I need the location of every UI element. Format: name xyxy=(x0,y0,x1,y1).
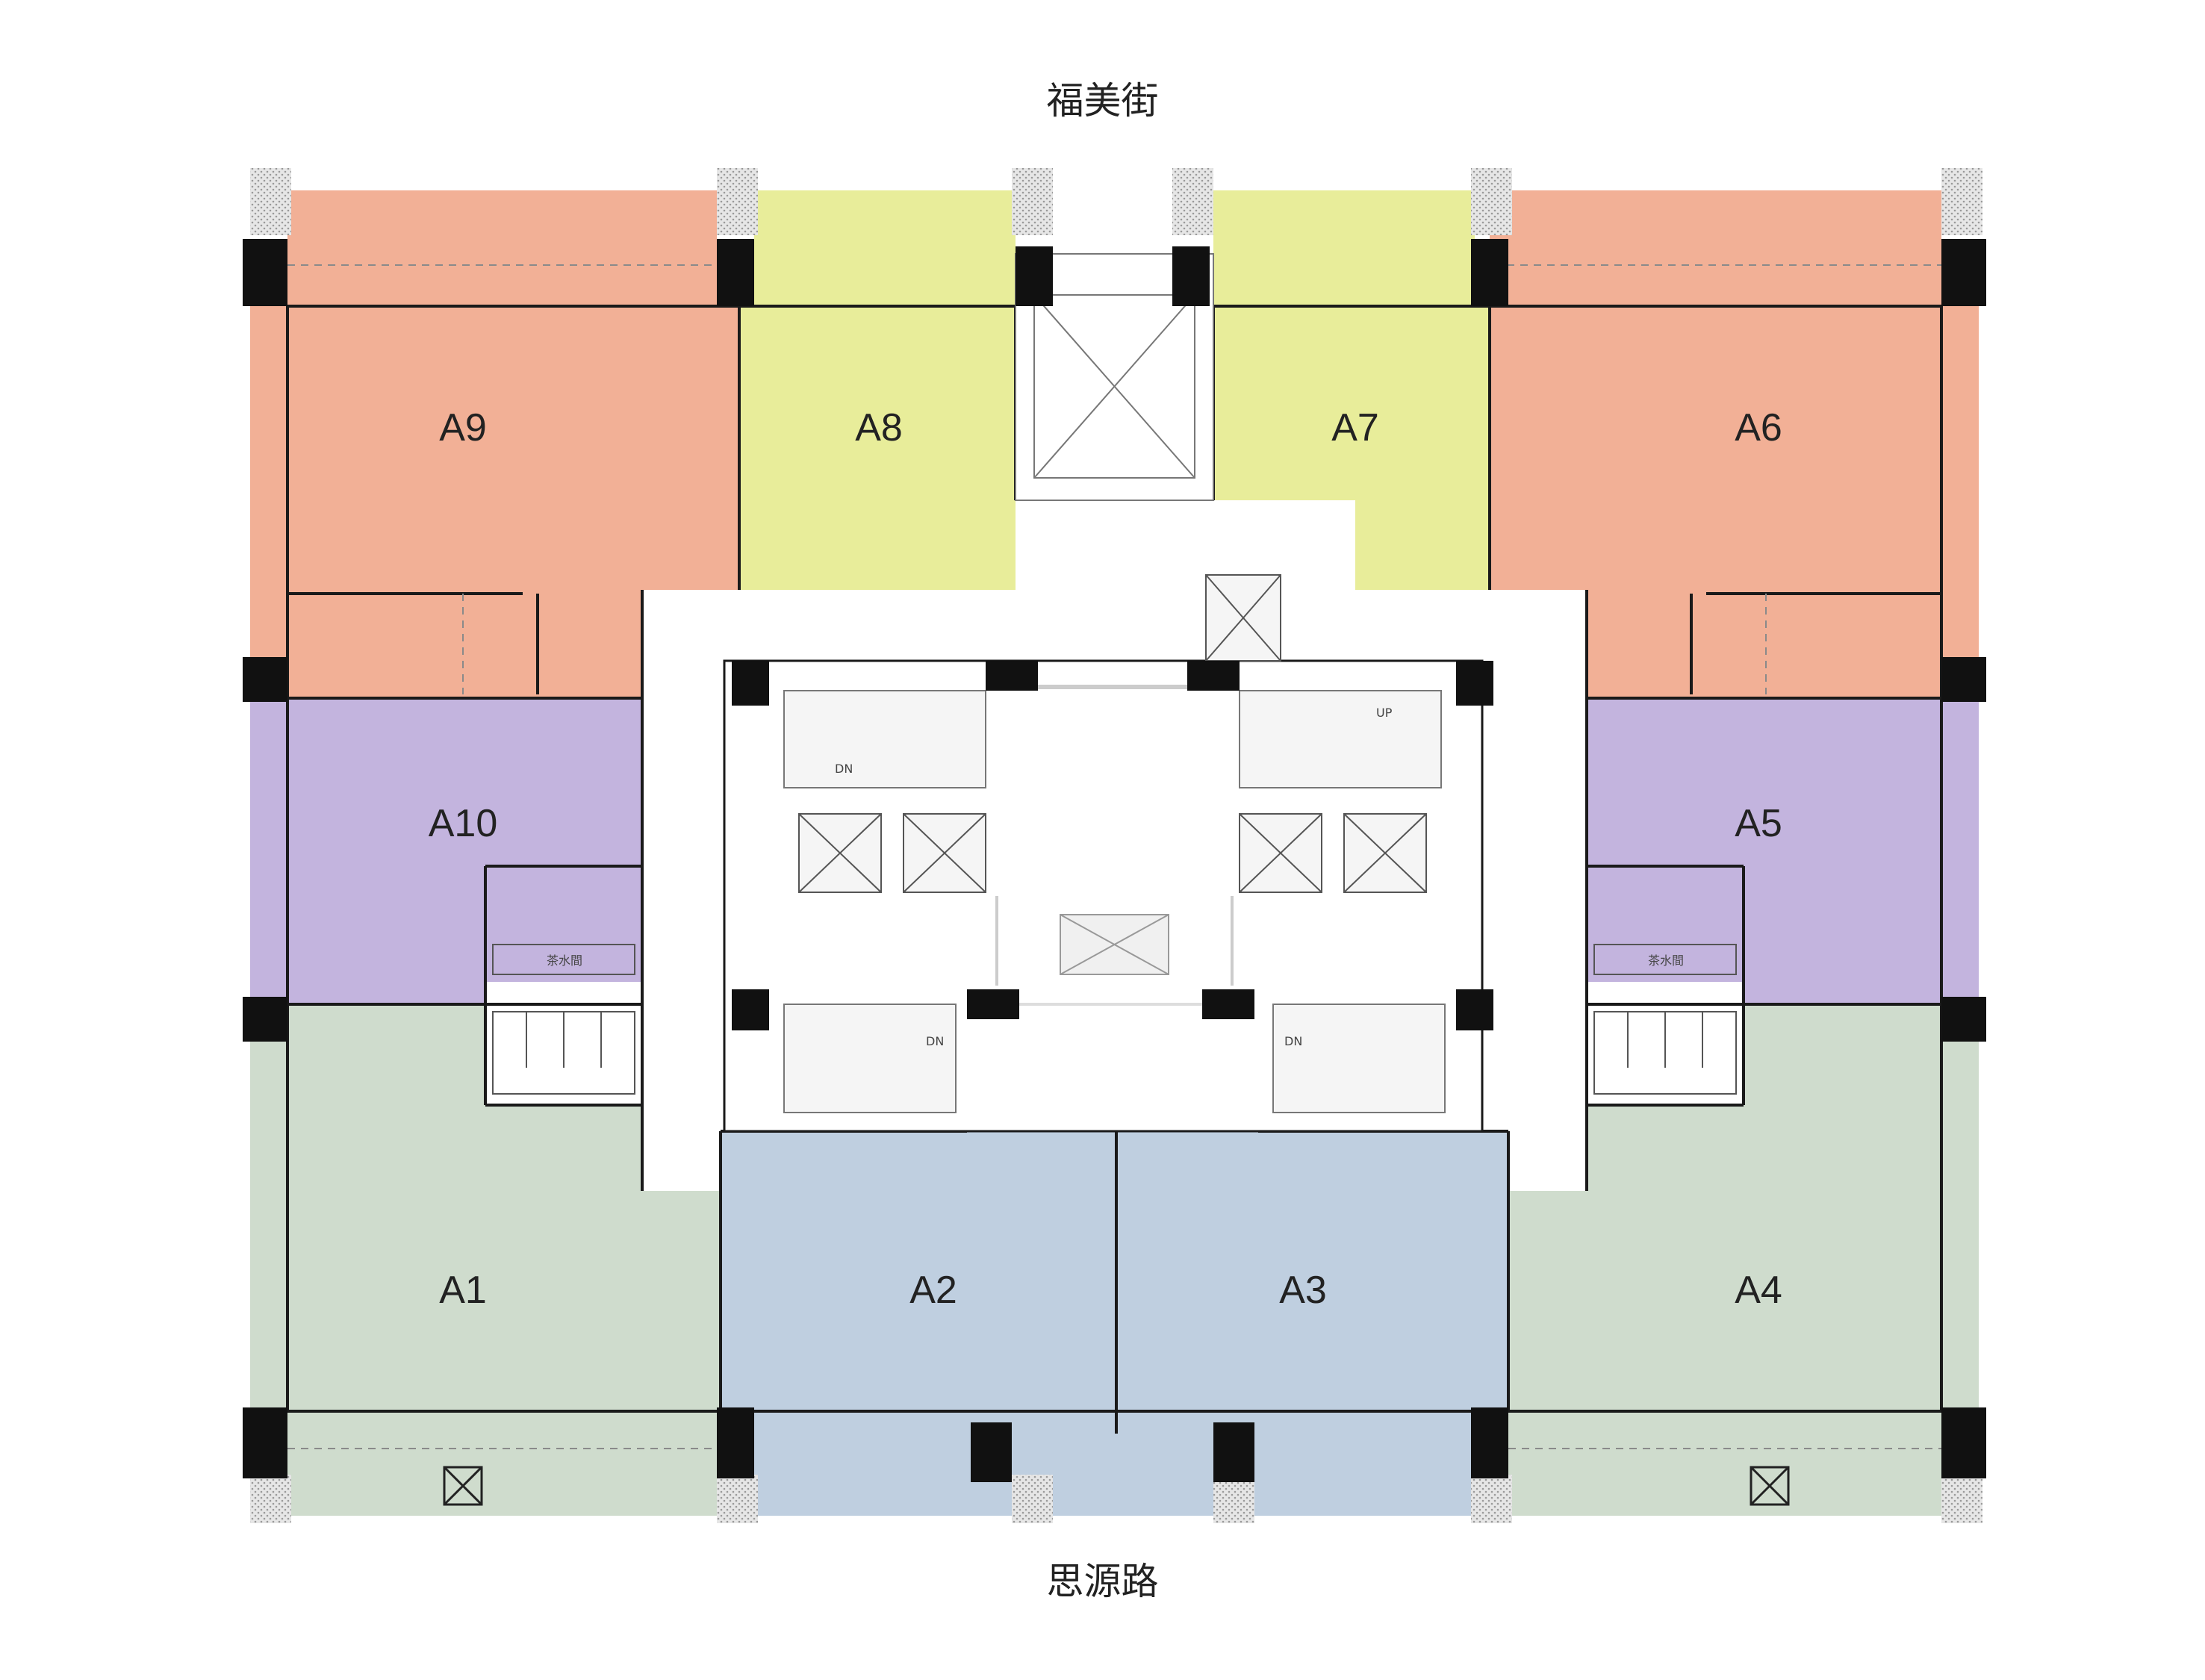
unit-a4-area xyxy=(1508,1004,1941,1411)
street-label-bottom: 思源路 xyxy=(1046,1560,1159,1603)
stair-right-bottom xyxy=(1272,1004,1446,1113)
unit-a7-area xyxy=(1213,306,1490,590)
unit-a8-area xyxy=(739,306,1016,590)
unit-label-a6: A6 xyxy=(1735,406,1782,449)
street-label-top: 福美街 xyxy=(1046,79,1159,122)
stair-mark-dn-3: DN xyxy=(1284,1034,1302,1048)
unit-label-a1: A1 xyxy=(439,1269,487,1312)
unit-a1-side-strip xyxy=(250,1004,287,1411)
stair-mark-dn-1: DN xyxy=(835,762,853,776)
unit-a2-bottom-balcony xyxy=(754,1411,1116,1516)
unit-label-a4: A4 xyxy=(1735,1269,1782,1312)
stair-mark-dn-2: DN xyxy=(926,1034,944,1048)
unit-a5-tea-area xyxy=(1587,866,1744,982)
tea-room-right: 茶水間 xyxy=(1593,944,1737,975)
tea-room-label-right: 茶水間 xyxy=(1648,953,1684,968)
elevator-bank-right xyxy=(1239,813,1427,893)
unit-a7-balcony xyxy=(1213,190,1475,306)
unit-label-a2: A2 xyxy=(909,1269,957,1312)
unit-label-a5: A5 xyxy=(1735,802,1782,845)
unit-fills xyxy=(250,190,1979,1516)
unit-label-a7: A7 xyxy=(1331,406,1379,449)
unit-a6-area xyxy=(1490,190,1941,698)
unit-a1-area xyxy=(287,1004,721,1411)
tea-room-left: 茶水間 xyxy=(492,944,635,975)
tea-room-label-left: 茶水間 xyxy=(547,953,582,968)
bottom-shafts xyxy=(443,1466,1790,1506)
unit-a3-area xyxy=(1116,1057,1508,1430)
unit-a5-side-strip xyxy=(1941,698,1979,1004)
unit-a9-side-strip xyxy=(250,306,287,698)
unit-label-a10: A10 xyxy=(429,802,498,845)
unit-a10-tea-area xyxy=(485,866,642,982)
balcony-dashed-lines xyxy=(287,264,1941,1449)
stair-right-top xyxy=(1239,690,1442,788)
stair-mark-up-1: UP xyxy=(1376,706,1393,720)
unit-a6-side-strip xyxy=(1941,306,1979,698)
unit-a10-side-strip xyxy=(250,698,287,1004)
unit-label-a9: A9 xyxy=(439,406,487,449)
unit-label-a3: A3 xyxy=(1279,1269,1327,1312)
unit-label-a8: A8 xyxy=(855,406,903,449)
light-well xyxy=(1060,914,1169,975)
unit-a4-side-strip xyxy=(1941,1004,1979,1411)
structural-columns xyxy=(243,239,1986,1482)
unit-a1-bottom-balcony xyxy=(287,1411,721,1516)
unit-a2-area xyxy=(721,1057,1116,1430)
unit-a9-balcony xyxy=(287,190,717,306)
elevator-bank-left xyxy=(798,813,986,893)
restroom-left xyxy=(492,1011,635,1095)
unit-a9-area xyxy=(287,190,739,698)
unit-labels: A9 A8 A7 A6 A10 A5 A1 A2 A3 A4 xyxy=(429,406,1782,1312)
restroom-right xyxy=(1593,1011,1737,1095)
unit-a4-bottom-balcony xyxy=(1508,1411,1941,1516)
unit-a10-area xyxy=(287,698,642,1004)
unit-a8-balcony xyxy=(754,190,1016,306)
dotted-columns xyxy=(250,168,1982,1523)
stair-left-bottom xyxy=(783,1004,957,1113)
central-core: DN UP DN DN xyxy=(723,574,1484,1133)
stair-left-top xyxy=(783,690,986,788)
unit-a5-area xyxy=(1587,698,1941,1004)
service-elevator xyxy=(1205,574,1281,662)
unit-a3-bottom-balcony xyxy=(1116,1411,1478,1516)
